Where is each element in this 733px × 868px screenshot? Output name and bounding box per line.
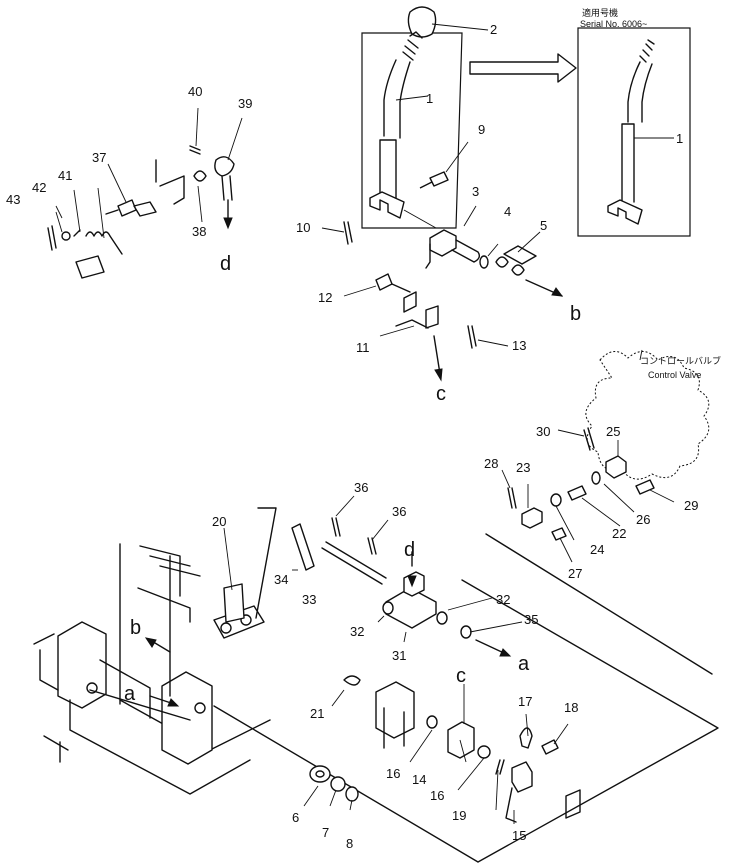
callout-4: 4 (504, 204, 511, 219)
bolt-part-9 (419, 171, 449, 189)
callout-29: 29 (684, 498, 698, 513)
callout-39: 39 (238, 96, 252, 111)
callout-38: 38 (192, 224, 206, 239)
callout-43: 43 (6, 192, 20, 207)
callout-15: 15 (512, 828, 526, 843)
callout-11: 11 (356, 340, 370, 355)
callout-33: 33 (302, 592, 316, 607)
callout-20: 20 (212, 514, 226, 529)
callout-26: 26 (636, 512, 650, 527)
callout-16-b: 16 (430, 788, 444, 803)
callout-36-b: 36 (392, 504, 406, 519)
callout-18: 18 (564, 700, 578, 715)
callout-16-a: 16 (386, 766, 400, 781)
leader-lines (55, 23, 675, 824)
callout-12: 12 (318, 290, 332, 305)
callout-22: 22 (612, 526, 626, 541)
base-frame (33, 543, 719, 863)
control-valve-label-en: Control Valve (648, 370, 701, 380)
callout-1: 1 (426, 91, 433, 106)
callout-23: 23 (516, 460, 530, 475)
connector-b-frame: b (130, 617, 141, 639)
callout-31: 31 (392, 648, 406, 663)
callout-10: 10 (296, 220, 310, 235)
connector-a-yoke: a (518, 653, 530, 675)
bellcrank-assembly (213, 507, 277, 639)
callout-24: 24 (590, 542, 604, 557)
callout-3: 3 (472, 184, 479, 199)
knob-part-2 (407, 6, 437, 38)
callout-19: 19 (452, 808, 466, 823)
callout-32-a: 32 (350, 624, 364, 639)
callout-13: 13 (512, 338, 526, 353)
connector-c-link: c (436, 383, 446, 405)
spring-group (47, 145, 235, 279)
callout-17: 17 (518, 694, 532, 709)
serial-note-number: Serial No. 6006~ (580, 19, 647, 29)
serial-inset (469, 27, 691, 237)
connector-a-frame: a (124, 683, 136, 705)
callout-6: 6 (292, 810, 299, 825)
connector-b-shaft: b (570, 303, 581, 325)
callout-5: 5 (540, 218, 547, 233)
callout-40: 40 (188, 84, 202, 99)
callout-1-inset: 1 (676, 131, 683, 146)
yoke-assembly (382, 551, 512, 657)
callout-27: 27 (568, 566, 582, 581)
callout-9: 9 (478, 122, 485, 137)
callout-36-a: 36 (354, 480, 368, 495)
callout-30: 30 (536, 424, 550, 439)
callout-2: 2 (490, 22, 497, 37)
callout-41: 41 (58, 168, 72, 183)
callout-35: 35 (524, 612, 538, 627)
callout-21: 21 (310, 706, 324, 721)
callout-42: 42 (32, 180, 46, 195)
control-valve-label-jp: コントロールバルブ (640, 355, 721, 366)
callout-37: 37 (92, 150, 106, 165)
lever-group (361, 6, 463, 229)
serial-note-jp: 適用号機 (582, 7, 618, 18)
callout-34: 34 (274, 572, 288, 587)
callout-25: 25 (606, 424, 620, 439)
pin-group (291, 517, 387, 585)
connector-d-rod: d (220, 253, 231, 275)
connector-d-yoke: d (404, 539, 415, 561)
shaft-assembly (343, 221, 564, 382)
callout-28: 28 (484, 456, 498, 471)
callout-8: 8 (346, 836, 353, 851)
callout-14: 14 (412, 772, 426, 787)
callout-32-b: 32 (496, 592, 510, 607)
valve-linkage (485, 351, 713, 675)
connector-c-lower: c (456, 665, 466, 687)
callout-7: 7 (322, 825, 329, 840)
